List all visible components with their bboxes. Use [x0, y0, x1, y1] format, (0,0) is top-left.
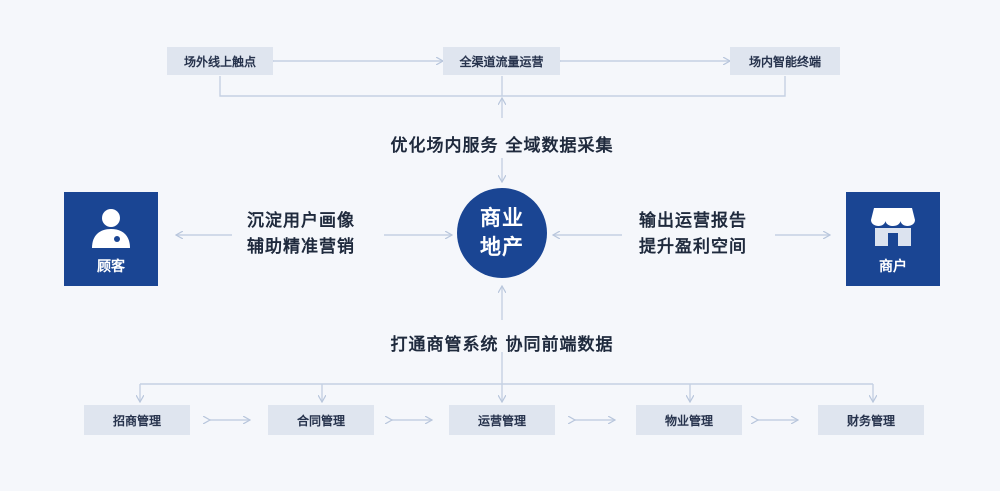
right-caption-line1: 输出运营报告 — [639, 211, 747, 231]
touchpoint-omnichannel: 全渠道流量运营 — [443, 47, 560, 75]
right-caption-line2: 提升盈利空间 — [639, 237, 747, 257]
left-caption: 沉淀用户画像 辅助精准营销 — [247, 208, 355, 260]
center-node: 商业 地产 — [457, 188, 547, 278]
customer-label: 顾客 — [97, 259, 125, 275]
customer-person-icon — [92, 209, 130, 248]
bottom-caption: 打通商管系统 协同前端数据 — [390, 335, 614, 355]
storefront-icon — [871, 208, 915, 246]
top-caption: 优化场内服务 全域数据采集 — [390, 136, 614, 156]
module-contract: 合同管理 — [268, 405, 374, 435]
module-property: 物业管理 — [636, 405, 742, 435]
right-caption: 输出运营报告 提升盈利空间 — [639, 208, 747, 260]
module-operations: 运营管理 — [449, 405, 555, 435]
center-line2: 地产 — [480, 235, 524, 259]
merchant-box: 商户 — [846, 192, 940, 286]
left-caption-line1: 沉淀用户画像 — [247, 211, 355, 231]
touchpoint-online: 场外线上触点 — [167, 47, 273, 75]
left-caption-line2: 辅助精准营销 — [247, 237, 355, 257]
module-leasing: 招商管理 — [84, 405, 190, 435]
customer-box: 顾客 — [64, 192, 158, 286]
module-finance: 财务管理 — [818, 405, 924, 435]
center-line1: 商业 — [480, 206, 524, 230]
merchant-label: 商户 — [879, 259, 907, 275]
touchpoint-smart-terminal: 场内智能终端 — [730, 47, 840, 75]
